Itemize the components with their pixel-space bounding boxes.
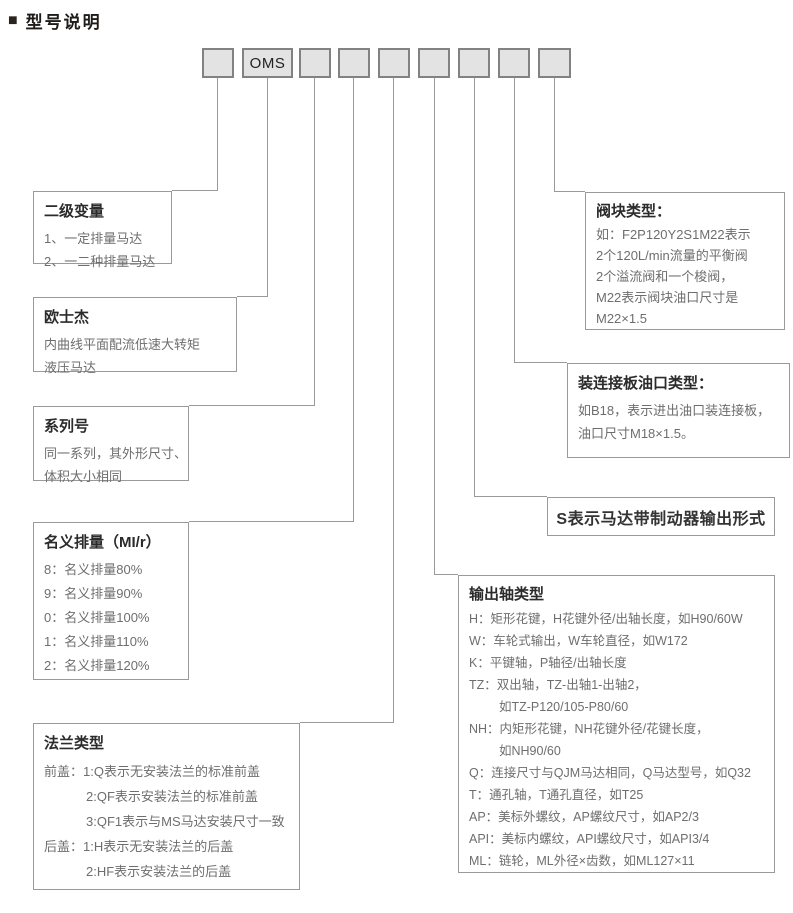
box-secondary-variable-line: 1、一定排量马达: [44, 231, 143, 246]
connector-line-series: [189, 78, 315, 406]
box-flange-line: 3:QF1表示与MS马达安装尺寸一致: [86, 814, 285, 829]
box-output-shaft-line: 如NH90/60: [499, 744, 561, 758]
box-output-shaft-line: 如TZ-P120/105-P80/60: [499, 700, 629, 714]
box-secondary-variable-title: 二级变量: [44, 203, 105, 220]
box-brand-line: 液压马达: [44, 360, 97, 375]
box-displacement: 名义排量（MI/r） 8：名义排量80% 9：名义排量90% 0：名义排量100…: [33, 522, 189, 680]
code-box-7: [458, 48, 490, 78]
box-brand: 欧士杰 内曲线平面配流低速大转矩 液压马达: [33, 297, 237, 375]
box-output-shaft-line: TZ：双出轴，TZ-出轴1-出轴2，: [469, 678, 647, 692]
box-valve-block-title: 阀块类型：: [596, 203, 672, 220]
box-valve-block-line: M22×1.5: [596, 311, 647, 326]
box-output-shaft-line: W：车轮式输出，W车轮直径，如W172: [469, 634, 688, 648]
box-displacement-line: 2：名义排量120%: [44, 658, 150, 673]
box-port-plate-line: 油口尺寸M18×1.5。: [578, 426, 694, 441]
box-flange: 法兰类型 前盖：1:Q表示无安装法兰的标准前盖 2:QF表示安装法兰的标准前盖 …: [33, 723, 300, 890]
box-output-shaft-line: H：矩形花键，H花键外径/出轴长度，如H90/60W: [469, 612, 743, 626]
box-series-line: 体积大小相同: [44, 469, 123, 484]
box-displacement-title: 名义排量（MI/r）: [44, 534, 161, 551]
box-valve-block-line: 2个120L/min流量的平衡阀: [596, 248, 748, 263]
box-output-shaft-line: NH：内矩形花键，NH花键外径/花键长度，: [469, 722, 709, 736]
connector-line-output-shaft: [434, 78, 458, 575]
connector-line-valve-block: [554, 78, 585, 192]
box-series-title: 系列号: [44, 418, 90, 435]
connector-line-brand: [237, 78, 268, 297]
code-box-1: [202, 48, 234, 78]
box-brake: S表示马达带制动器输出形式: [547, 497, 775, 536]
box-valve-block-line: 如：F2P120Y2S1M22表示: [596, 227, 751, 242]
box-displacement-line: 1：名义排量110%: [44, 634, 149, 649]
code-box-3: [299, 48, 331, 78]
code-box-4: [338, 48, 370, 78]
page-title: ■ 型号说明: [8, 8, 102, 33]
box-output-shaft: 输出轴类型 H：矩形花键，H花键外径/出轴长度，如H90/60W W：车轮式输出…: [458, 575, 775, 873]
box-flange-line: 前盖：1:Q表示无安装法兰的标准前盖: [44, 764, 260, 779]
box-output-shaft-line: AP：美标外螺纹，AP螺纹尺寸，如AP2/3: [469, 810, 699, 824]
connector-line-brake: [474, 78, 547, 497]
box-valve-block-line: 2个溢流阀和一个梭阀，: [596, 269, 734, 284]
box-output-shaft-line: ML：链轮，ML外径×齿数，如ML127×11: [469, 854, 695, 868]
box-output-shaft-title: 输出轴类型: [469, 586, 545, 603]
box-displacement-line: 0：名义排量100%: [44, 610, 150, 625]
box-flange-line: 2:QF表示安装法兰的标准前盖: [86, 789, 258, 804]
box-flange-line: 2:HF表示安装法兰的后盖: [86, 864, 232, 879]
box-valve-block: 阀块类型： 如：F2P120Y2S1M22表示 2个120L/min流量的平衡阀…: [585, 192, 785, 330]
box-secondary-variable-line: 2、一二种排量马达: [44, 254, 156, 269]
page-title-text: 型号说明: [25, 13, 102, 32]
box-series: 系列号 同一系列，其外形尺寸、 体积大小相同: [33, 406, 189, 484]
box-output-shaft-line: API：美标内螺纹，API螺纹尺寸，如API3/4: [469, 832, 710, 846]
box-flange-title: 法兰类型: [44, 735, 105, 752]
box-flange-line: 后盖：1:H表示无安装法兰的后盖: [44, 839, 234, 854]
box-output-shaft-line: Q：连接尺寸与QJM马达相同，Q马达型号，如Q32: [469, 766, 751, 780]
code-box-9: [538, 48, 571, 78]
box-port-plate: 装连接板油口类型： 如B18，表示进出油口装连接板， 油口尺寸M18×1.5。: [567, 363, 790, 458]
connector-line-port-plate: [514, 78, 567, 363]
box-port-plate-title: 装连接板油口类型：: [578, 375, 714, 392]
box-secondary-variable: 二级变量 1、一定排量马达 2、一二种排量马达: [33, 191, 172, 269]
box-valve-block-line: M22表示阀块油口尺寸是: [596, 290, 739, 305]
box-brand-title: 欧士杰: [44, 309, 90, 326]
box-output-shaft-line: K：平键轴，P轴径/出轴长度: [469, 656, 627, 670]
box-displacement-line: 8：名义排量80%: [44, 562, 143, 577]
code-box-5: [378, 48, 410, 78]
connector-line-displacement: [189, 78, 354, 522]
code-box-8: [498, 48, 530, 78]
box-brand-line: 内曲线平面配流低速大转矩: [44, 337, 201, 352]
connector-line-flange: [300, 78, 394, 723]
box-port-plate-line: 如B18，表示进出油口装连接板，: [578, 403, 771, 418]
code-box-6: [418, 48, 450, 78]
box-displacement-line: 9：名义排量90%: [44, 586, 143, 601]
box-series-line: 同一系列，其外形尺寸、: [44, 446, 188, 461]
box-output-shaft-line: T：通孔轴，T通孔直径，如T25: [469, 788, 644, 802]
square-bullet-icon: ■: [8, 11, 20, 29]
connector-line-secondary-variable: [172, 78, 218, 191]
code-box-2-oms: OMS: [242, 48, 293, 78]
